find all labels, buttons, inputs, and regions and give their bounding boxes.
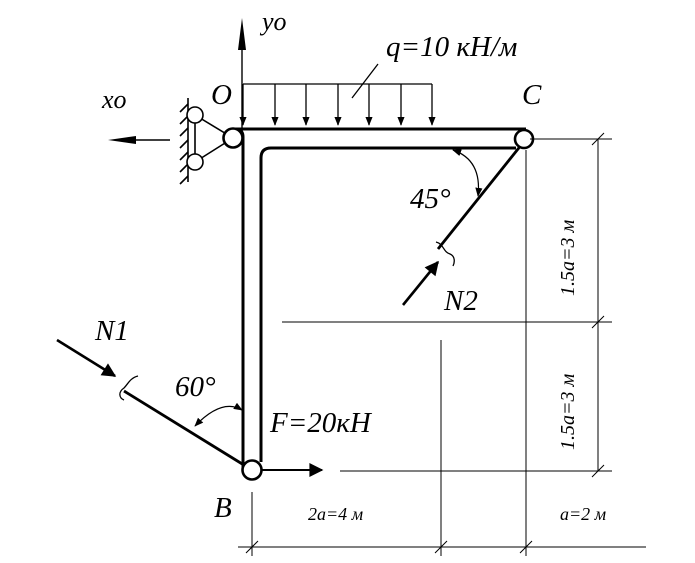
label-load-q: q=10 кН/м [386,31,517,63]
label-axis-y: yo [259,7,287,36]
label-dim-lower: 1.5a=3 м [557,374,579,450]
x-axis-arrowhead [108,136,136,144]
force-n2-arrow [401,260,440,306]
angle-arc-45 [452,149,483,197]
break-mark-n1 [119,375,139,401]
break-mark-n2 [435,241,455,267]
label-axis-x: xo [101,85,127,114]
label-force-n1: N1 [94,315,129,347]
label-force-f: F=20кН [269,407,373,439]
label-dim-upper: 1.5a=3 м [557,220,579,296]
distributed-load [239,63,436,126]
x-axis [108,136,170,144]
label-dim-right: a=2 м [560,504,607,524]
label-angle-60: 60° [175,371,216,403]
label-point-b: B [214,492,232,524]
label-point-c: C [522,79,542,111]
rod-c [436,138,528,250]
y-axis [238,18,246,138]
label-point-o: O [211,79,232,111]
pin-support [179,98,234,185]
y-axis-arrowhead [238,18,246,50]
rod-b [123,389,253,472]
dimension-lines [238,132,646,556]
label-force-n2: N2 [443,285,478,317]
label-angle-45: 45° [410,183,451,215]
label-dim-left: 2a=4 м [308,504,364,524]
angle-arc-60 [194,402,243,427]
force-n1-arrow [56,338,117,378]
hinge-b [241,459,263,481]
hinge-o [222,127,244,149]
